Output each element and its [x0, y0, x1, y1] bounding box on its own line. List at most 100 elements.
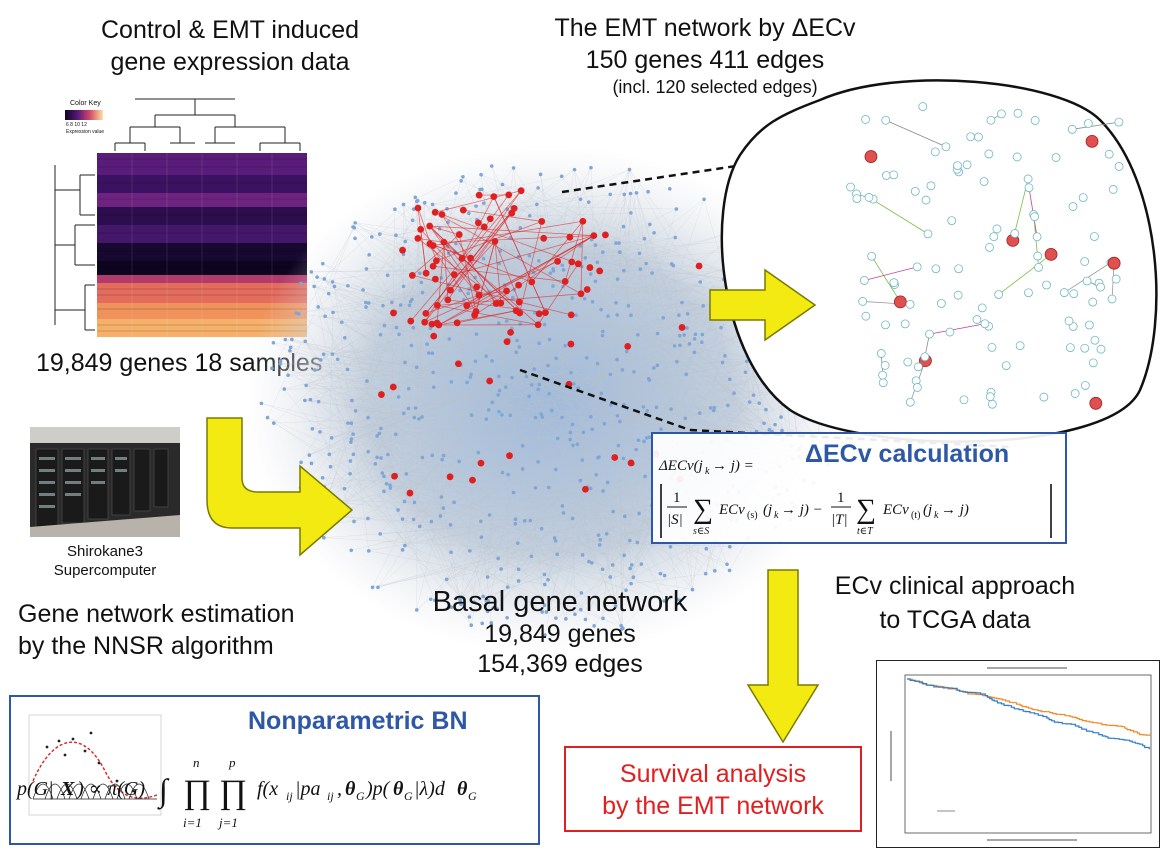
network-node	[411, 325, 416, 330]
svg-text:ECv: ECv	[718, 502, 745, 518]
network-node	[700, 332, 705, 337]
network-node	[555, 552, 560, 557]
network-edge	[382, 472, 452, 553]
network-node	[571, 443, 575, 448]
emt-node	[474, 219, 482, 227]
network-node	[727, 568, 732, 573]
estimation-line1: Gene network estimation	[18, 600, 295, 628]
network-edge	[332, 281, 785, 365]
network-edge	[763, 416, 782, 424]
network-edge	[366, 237, 676, 270]
network-edge	[305, 202, 425, 386]
network-node	[572, 167, 577, 172]
network-edge	[351, 384, 532, 424]
emt-subnet-node	[980, 319, 990, 329]
network-node	[366, 516, 370, 521]
network-node	[542, 322, 547, 327]
emt-subnet-node	[1013, 108, 1023, 118]
emt-node	[538, 218, 546, 225]
network-node	[485, 609, 490, 614]
color-key-label: Color Key	[70, 100, 101, 107]
emt-edge	[429, 225, 594, 236]
network-node	[703, 571, 708, 576]
network-edge	[296, 313, 415, 503]
network-node	[594, 472, 599, 477]
network-node	[675, 597, 680, 602]
network-node	[353, 221, 358, 225]
network-node	[600, 567, 605, 572]
network-edge	[304, 400, 415, 418]
emt-node	[431, 275, 439, 283]
emt-subnet-node	[989, 232, 999, 242]
network-node	[626, 304, 631, 308]
network-edge	[386, 352, 517, 484]
emt-subnet-node	[882, 171, 891, 180]
emt-subnet-node	[1096, 282, 1105, 292]
estimation-text: Gene network estimation by the NNSR algo…	[18, 598, 295, 662]
network-node	[622, 514, 627, 519]
network-edge	[368, 302, 789, 363]
network-node	[590, 299, 595, 304]
network-node	[581, 430, 586, 435]
svg-text:→ j) =: → j) =	[712, 458, 754, 474]
svg-text:∏: ∏	[183, 774, 211, 811]
emt-subnet-edge	[929, 323, 986, 335]
network-node	[554, 467, 558, 472]
network-edge	[324, 278, 668, 526]
network-node	[572, 382, 576, 386]
network-edge	[624, 193, 631, 517]
emt-subnet-node	[987, 342, 997, 352]
network-node	[316, 305, 320, 309]
svg-text:f(x: f(x	[257, 778, 278, 800]
network-node	[484, 354, 488, 359]
svg-text:k: k	[774, 510, 779, 521]
network-node	[278, 362, 283, 366]
network-node	[420, 290, 425, 295]
network-edge	[440, 222, 449, 517]
emt-node	[540, 234, 548, 242]
emt-node	[391, 472, 398, 480]
network-node	[743, 370, 748, 375]
svg-text:→ j) −: → j) −	[781, 502, 823, 518]
network-edge	[298, 313, 510, 340]
emt-subnet-node	[1030, 116, 1040, 125]
network-node	[667, 187, 672, 191]
network-edge	[441, 277, 593, 564]
emt-subnet-node	[1032, 232, 1042, 242]
emt-node	[583, 286, 591, 293]
network-edge	[460, 492, 514, 601]
network-edge	[382, 202, 589, 474]
network-node	[617, 241, 621, 245]
network-node	[473, 359, 478, 364]
emt-node	[454, 360, 462, 368]
svg-text:(t): (t)	[911, 510, 920, 521]
network-edge	[366, 268, 393, 303]
network-node	[489, 621, 494, 625]
basal-network-title: Basal gene network	[432, 586, 688, 618]
network-node	[290, 337, 294, 342]
network-node	[538, 172, 543, 177]
network-edge	[443, 461, 460, 509]
network-node	[500, 470, 505, 475]
emt-subnet-node	[979, 177, 989, 186]
network-edge	[368, 492, 687, 552]
network-edge	[470, 167, 592, 375]
network-edge	[332, 237, 676, 313]
emt-subnet-node	[954, 264, 964, 274]
network-node	[496, 321, 501, 326]
network-node	[675, 359, 679, 364]
network-node	[496, 393, 501, 397]
network-node	[412, 415, 417, 420]
emt-edge	[457, 310, 517, 324]
network-edge	[409, 305, 507, 322]
network-edge	[408, 388, 462, 605]
network-node	[457, 459, 461, 464]
network-node	[537, 341, 541, 346]
emt-subnet-node	[920, 352, 930, 362]
network-node	[348, 459, 353, 463]
network-node	[361, 288, 365, 292]
network-edge	[403, 204, 441, 517]
emt-node	[508, 209, 516, 217]
emt-edge	[519, 221, 543, 314]
